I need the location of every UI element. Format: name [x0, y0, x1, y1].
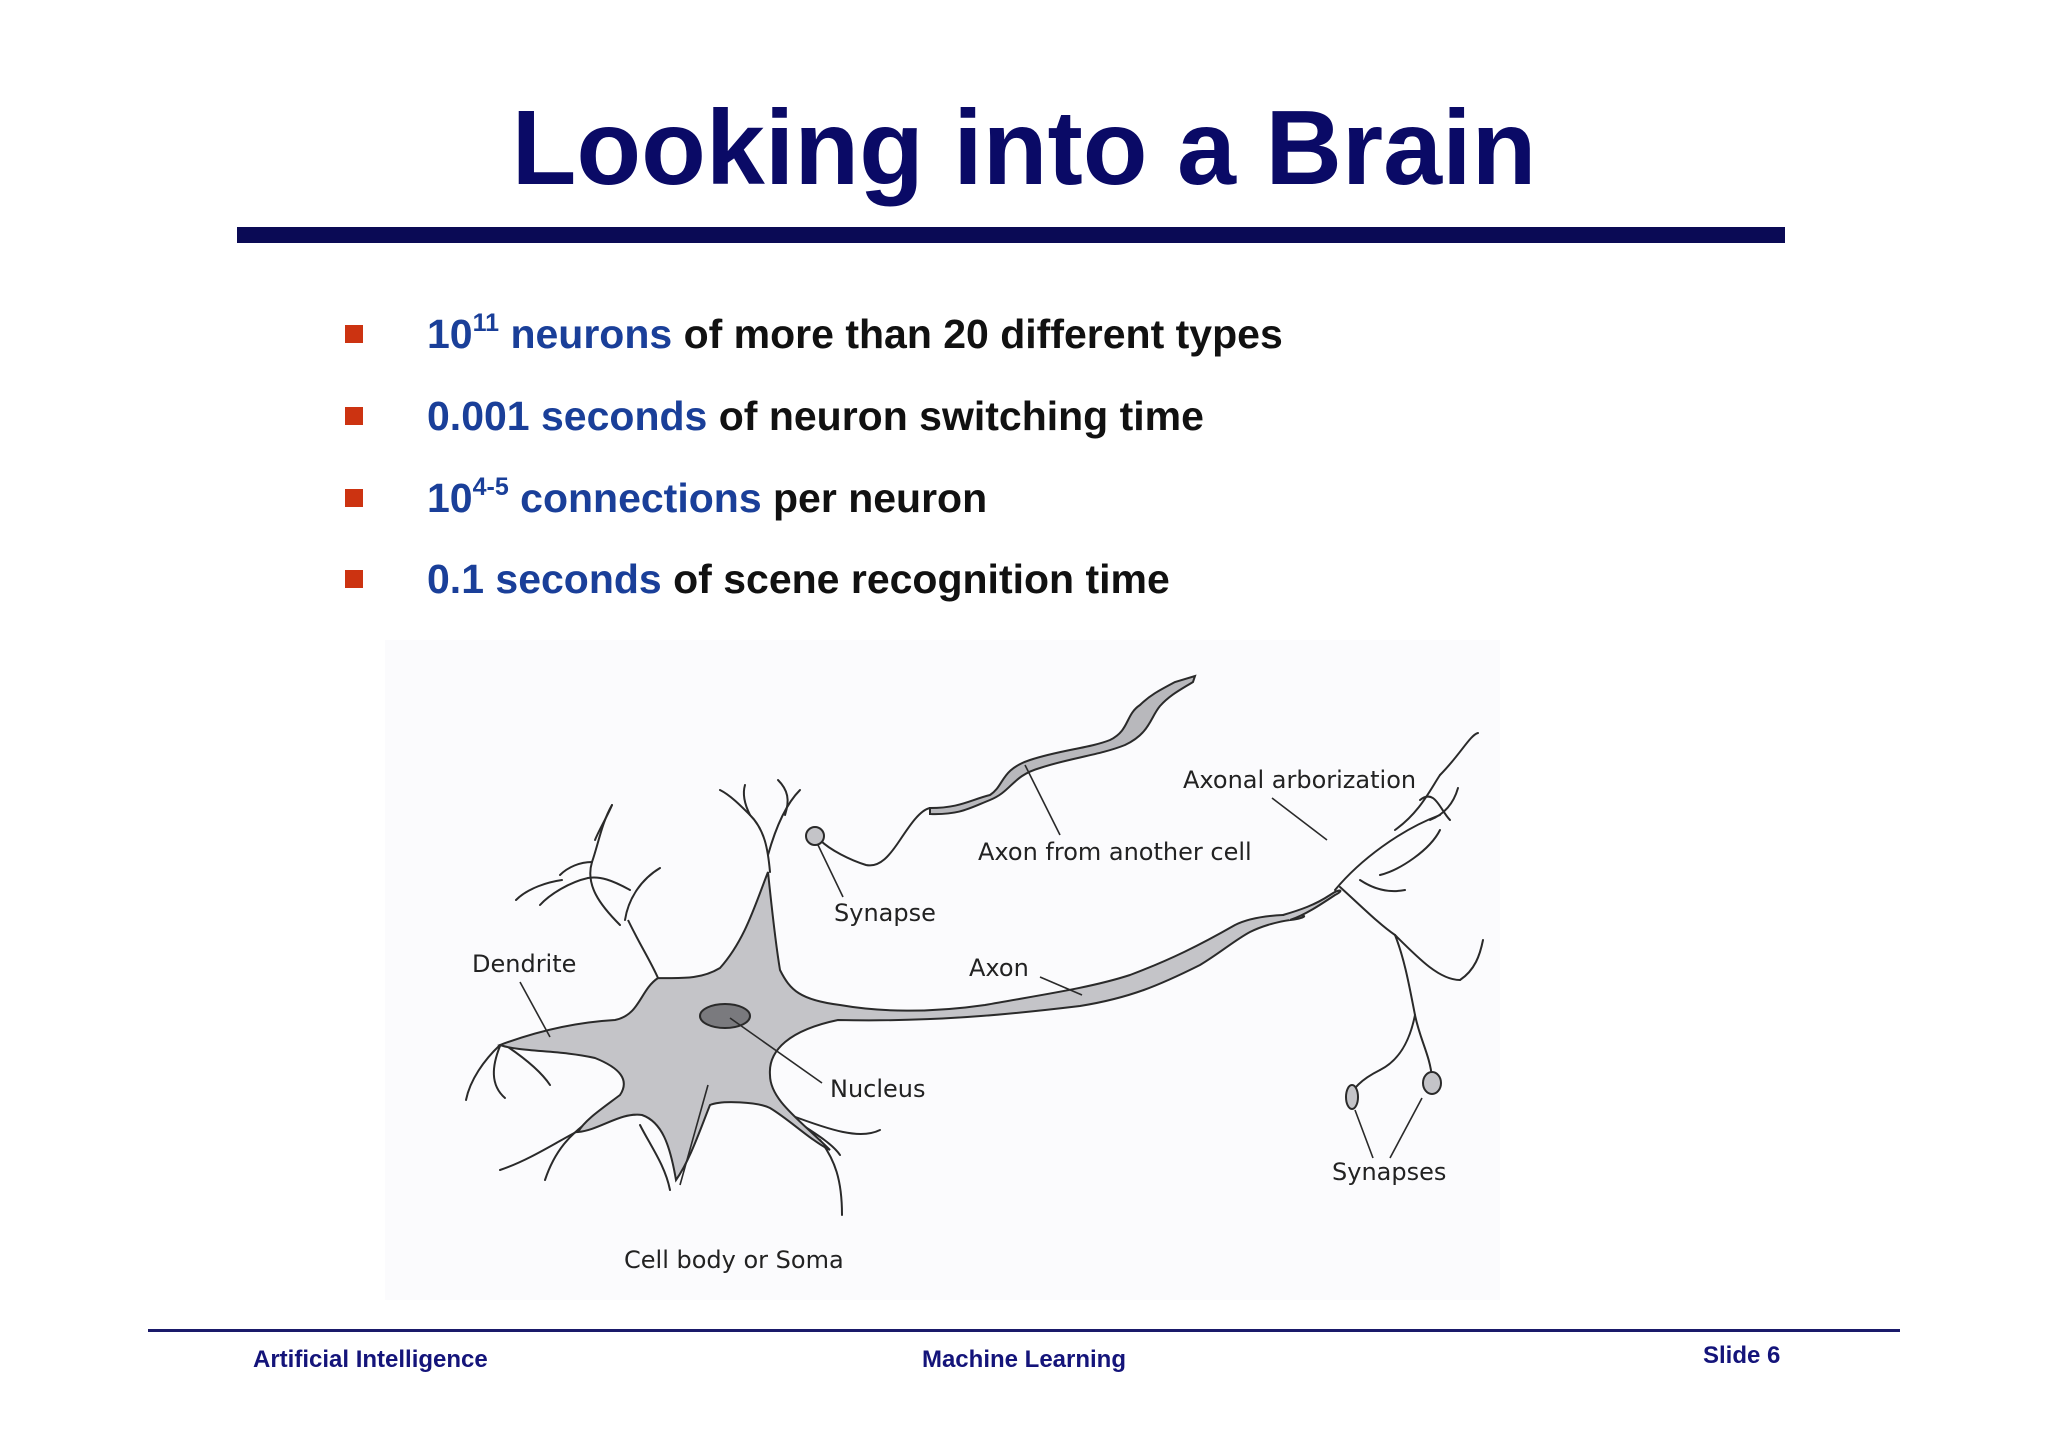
title-underline [237, 227, 1785, 243]
label-axon-from-another-cell: Axon from another cell [978, 838, 1252, 866]
leader-lines [519, 764, 1423, 1186]
axon-terminal [1282, 889, 1342, 921]
footer-rule [148, 1329, 1900, 1332]
slide-title: Looking into a Brain [511, 89, 1537, 207]
square-bullet-icon [345, 570, 363, 588]
label-nucleus: Nucleus [830, 1075, 926, 1103]
synapse-knob [805, 826, 825, 846]
bullet-text: 104-5 connections per neuron [427, 472, 988, 521]
label-dendrite: Dendrite [472, 950, 576, 978]
square-bullet-icon [345, 489, 363, 507]
bullet-highlight: 1011 neurons [427, 308, 673, 357]
bullet-text: 0.001 seconds of neuron switching time [427, 392, 1204, 439]
neuron-cell-body [497, 871, 1306, 1183]
footer-center: Machine Learning [921, 1346, 1127, 1373]
bullet-item: 0.1 seconds of scene recognition time [345, 549, 1170, 609]
bullet-item: 104-5 connections per neuron [345, 468, 987, 528]
bullet-item: 1011 neurons of more than 20 different t… [345, 304, 1283, 364]
bullet-highlight: 0.001 seconds [427, 392, 708, 439]
bullet-text: 1011 neurons of more than 20 different t… [427, 308, 1283, 357]
footer-left: Artificial Intelligence [253, 1346, 488, 1373]
neuron-diagram-background [385, 640, 1500, 1300]
bullet-text: 0.1 seconds of scene recognition time [427, 555, 1170, 602]
synapse-knob [1422, 1071, 1442, 1095]
bullet-highlight: 104-5 connections [427, 472, 762, 521]
label-synapse: Synapse [834, 899, 936, 927]
label-axon: Axon [969, 954, 1029, 982]
nucleus-shape [699, 1003, 751, 1029]
bullet-item: 0.001 seconds of neuron switching time [345, 386, 1204, 446]
footer-slide-number: Slide 6 [1703, 1342, 1781, 1369]
label-axonal-arborization: Axonal arborization [1183, 766, 1416, 794]
label-synapses: Synapses [1332, 1158, 1446, 1186]
bullet-highlight: 0.1 seconds [427, 555, 662, 602]
label-cell-body: Cell body or Soma [624, 1246, 844, 1274]
square-bullet-icon [345, 325, 363, 343]
square-bullet-icon [345, 407, 363, 425]
synapse-knob [1345, 1084, 1359, 1110]
axon-from-another-cell [929, 674, 1197, 816]
